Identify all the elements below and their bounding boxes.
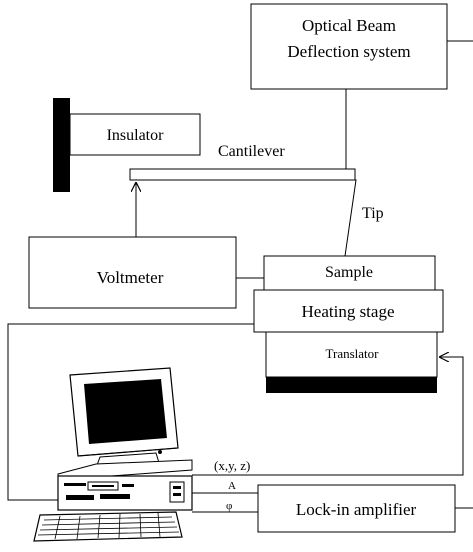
heating-stage-label: Heating stage: [302, 302, 395, 321]
lock-in-amplifier-label: Lock-in amplifier: [296, 500, 417, 519]
position-signal-label: (x,y, z): [214, 458, 250, 473]
voltmeter-label: Voltmeter: [97, 268, 164, 287]
sample: Sample: [263, 255, 436, 291]
insulator-label: Insulator: [107, 127, 165, 144]
insulator: Insulator: [69, 113, 201, 156]
optical-system-label-line2: Deflection system: [287, 42, 410, 61]
position-control-arrow: [192, 357, 464, 476]
desktop-computer-icon: [33, 367, 193, 542]
translator: Translator: [265, 331, 438, 393]
cantilever-label: Cantilever: [218, 143, 285, 160]
tip-label: Tip: [362, 205, 384, 222]
phase-signal-label: φ: [226, 500, 232, 512]
wall-mount: [53, 98, 70, 192]
amplitude-signal-label: A: [228, 480, 236, 492]
heating-stage: Heating stage: [253, 289, 444, 333]
voltmeter: Voltmeter: [28, 236, 237, 309]
heating-stage-wire: [7, 323, 254, 501]
tip: [339, 179, 357, 257]
sample-label: Sample: [325, 264, 373, 281]
optical-system-label-line1: Optical Beam: [302, 16, 396, 35]
optical-beam-deflection-system: Optical Beam Deflection system: [250, 3, 448, 90]
translator-label: Translator: [326, 346, 380, 361]
cantilever: [129, 168, 356, 181]
lock-in-amplifier: Lock-in amplifier: [257, 484, 456, 533]
